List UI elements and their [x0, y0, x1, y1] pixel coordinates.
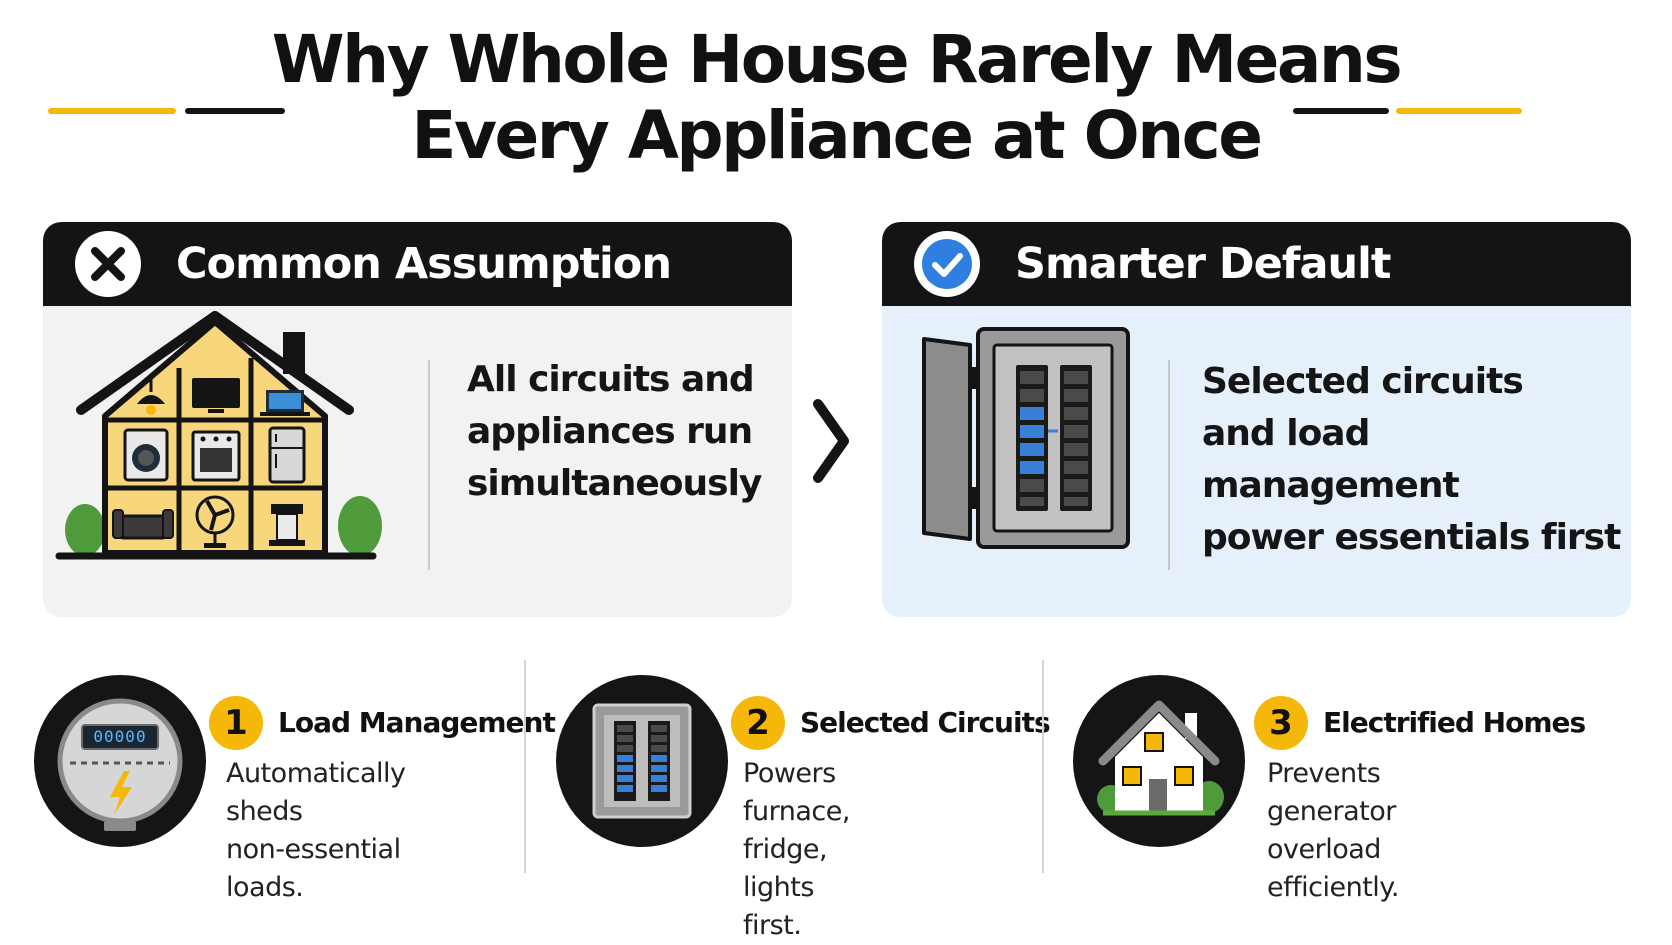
smarter-default-header: Smarter Default: [882, 222, 1631, 306]
common-assumption-description: All circuits and appliances run simultan…: [467, 359, 762, 504]
smarter-default-panel: Smarter Default: [882, 222, 1631, 617]
feature-title: Electrified Homes: [1323, 706, 1586, 739]
breaker-panel-icon: [556, 675, 728, 847]
feature-title: Load Management: [278, 706, 556, 739]
common-assumption-heading: Common Assumption: [176, 239, 672, 289]
feature-description: Prevents generator overload efficiently.: [1267, 758, 1400, 903]
home-icon: [1073, 675, 1245, 847]
title-accent-right-yellow: [1396, 108, 1522, 114]
title-line-2: Every Appliance at Once: [411, 97, 1263, 174]
feature-number-badge: 3: [1254, 696, 1308, 750]
smarter-default-heading: Smarter Default: [1015, 239, 1391, 289]
power-meter-icon: 00000: [34, 675, 206, 847]
x-circle-icon: [75, 231, 141, 297]
feature-title: Selected Circuits: [800, 706, 1051, 739]
breaker-panel-icon: [922, 327, 1130, 549]
title-accent-left-dark: [185, 108, 285, 114]
page-title: Why Whole House Rarely Means Every Appli…: [0, 22, 1672, 174]
check-circle-icon: [914, 231, 980, 297]
left-panel-divider: [428, 360, 430, 570]
title-accent-left-yellow: [48, 108, 176, 114]
feature-description: Powers furnace, fridge, lights first.: [743, 758, 850, 941]
feature-separator-2: [1042, 660, 1044, 873]
title-line-1: Why Whole House Rarely Means: [271, 21, 1403, 98]
title-accent-right-dark: [1293, 108, 1389, 114]
house-appliances-icon: [55, 311, 382, 560]
feature-number-badge: 2: [731, 696, 785, 750]
meter-display: 00000: [93, 727, 147, 746]
common-assumption-panel: Common Assumption: [43, 222, 792, 617]
right-panel-divider: [1168, 360, 1170, 570]
smarter-default-description: Selected circuits and load management po…: [1202, 361, 1621, 558]
common-assumption-header: Common Assumption: [43, 222, 792, 306]
feature-number-badge: 1: [209, 696, 263, 750]
feature-description: Automatically sheds non-essential loads.: [226, 758, 406, 903]
feature-separator-1: [524, 660, 526, 873]
chevron-right-icon: [813, 399, 849, 483]
